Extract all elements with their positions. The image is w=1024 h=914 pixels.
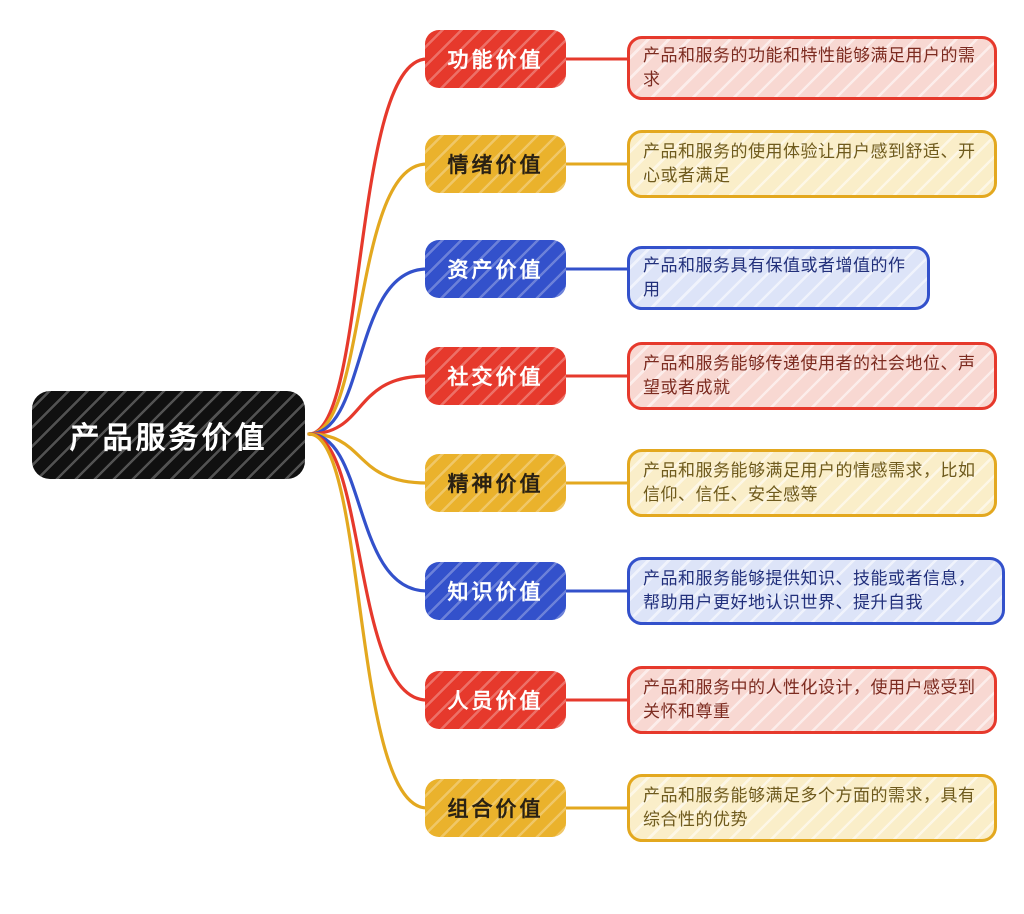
branch-topic-node[interactable]: 功能价值 xyxy=(425,30,566,88)
branch-topic-node[interactable]: 社交价值 xyxy=(425,347,566,405)
branch-detail-text: 产品和服务能够满足用户的情感需求，比如信仰、信任、安全感等 xyxy=(643,460,976,504)
branch-detail-text: 产品和服务的功能和特性能够满足用户的需求 xyxy=(643,46,976,90)
branch-connector xyxy=(307,432,429,485)
branch-detail-node[interactable]: 产品和服务能够满足多个方面的需求，具有综合性的优势 xyxy=(627,774,997,842)
branch-connector xyxy=(307,57,429,436)
branch-topic-node[interactable]: 情绪价值 xyxy=(425,135,566,193)
branch-topic-node[interactable]: 资产价值 xyxy=(425,240,566,298)
branch-topic-node[interactable]: 精神价值 xyxy=(425,454,566,512)
branch-detail-text: 产品和服务能够提供知识、技能或者信息，帮助用户更好地认识世界、提升自我 xyxy=(643,568,976,612)
branch-connector xyxy=(307,374,429,436)
branch-topic-label: 功能价值 xyxy=(447,49,544,72)
branch-detail-node[interactable]: 产品和服务能够满足用户的情感需求，比如信仰、信任、安全感等 xyxy=(627,449,997,517)
branch-topic-label: 精神价值 xyxy=(447,473,544,496)
branch-connector xyxy=(307,432,429,810)
root-node[interactable]: 产品服务价值 xyxy=(32,391,305,479)
branch-detail-text: 产品和服务能够传递使用者的社会地位、声望或者成就 xyxy=(643,353,976,397)
branch-topic-node[interactable]: 知识价值 xyxy=(425,562,566,620)
branch-detail-node[interactable]: 产品和服务能够提供知识、技能或者信息，帮助用户更好地认识世界、提升自我 xyxy=(627,557,1005,625)
branch-topic-node[interactable]: 组合价值 xyxy=(425,779,566,837)
branch-connector xyxy=(307,432,429,593)
branch-detail-text: 产品和服务能够满足多个方面的需求，具有综合性的优势 xyxy=(643,785,976,829)
branch-topic-label: 组合价值 xyxy=(447,798,544,821)
branch-connector xyxy=(307,162,429,436)
branch-detail-node[interactable]: 产品和服务中的人性化设计，使用户感受到关怀和尊重 xyxy=(627,666,997,734)
branch-topic-label: 人员价值 xyxy=(447,690,544,713)
branch-detail-text: 产品和服务的使用体验让用户感到舒适、开心或者满足 xyxy=(643,141,976,185)
branch-detail-text: 产品和服务具有保值或者增值的作用 xyxy=(643,256,906,300)
branch-topic-node[interactable]: 人员价值 xyxy=(425,671,566,729)
branch-detail-node[interactable]: 产品和服务具有保值或者增值的作用 xyxy=(627,246,930,311)
branch-topic-label: 资产价值 xyxy=(447,259,544,282)
branch-connector xyxy=(307,432,429,702)
root-node-label: 产品服务价值 xyxy=(69,422,268,455)
branch-detail-text: 产品和服务中的人性化设计，使用户感受到关怀和尊重 xyxy=(643,677,976,721)
branch-detail-node[interactable]: 产品和服务的使用体验让用户感到舒适、开心或者满足 xyxy=(627,130,997,198)
branch-detail-node[interactable]: 产品和服务的功能和特性能够满足用户的需求 xyxy=(627,36,997,101)
branch-topic-label: 知识价值 xyxy=(447,581,544,604)
branch-detail-node[interactable]: 产品和服务能够传递使用者的社会地位、声望或者成就 xyxy=(627,342,997,410)
branch-connector xyxy=(307,267,429,436)
branch-topic-label: 情绪价值 xyxy=(447,154,544,177)
branch-topic-label: 社交价值 xyxy=(447,366,544,389)
